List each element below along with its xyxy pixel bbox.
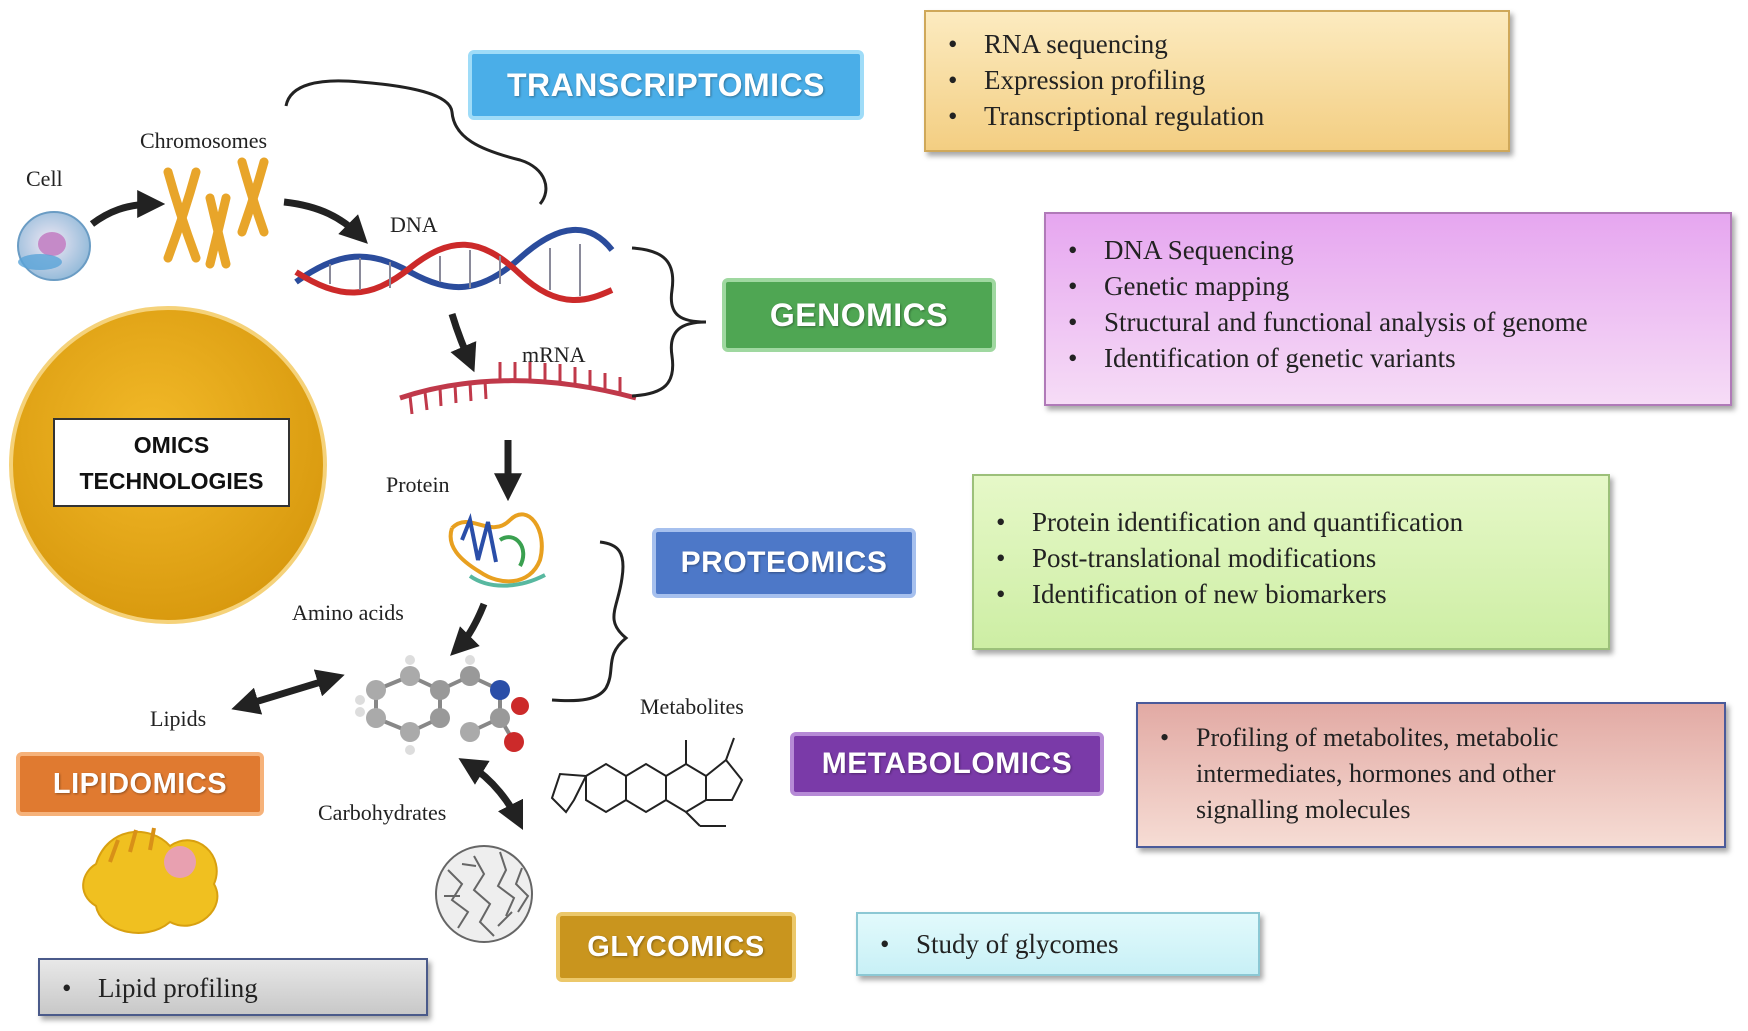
genomics-list: DNA Sequencing Genetic mapping Structura… bbox=[1046, 232, 1730, 376]
list-item: Transcriptional regulation bbox=[948, 98, 1508, 134]
list-item: Post-translational modifications bbox=[996, 540, 1608, 576]
tag-transcriptomics: TRANSCRIPTOMICS bbox=[468, 50, 864, 120]
lipidomics-list: Lipid profiling bbox=[40, 970, 426, 1006]
label-chromosomes: Chromosomes bbox=[140, 128, 268, 153]
box-glycomics: Study of glycomes bbox=[856, 912, 1260, 976]
list-item: Protein identification and quantificatio… bbox=[996, 504, 1608, 540]
label-mrna: mRNA bbox=[522, 342, 586, 367]
omics-title-line1: OMICS bbox=[133, 431, 210, 458]
list-item-continuation: intermediates, hormones and other bbox=[1196, 759, 1556, 788]
braces bbox=[284, 79, 707, 703]
label-carbohydrates: Carbohydrates bbox=[318, 800, 447, 825]
tag-glycomics: GLYCOMICS bbox=[556, 912, 796, 982]
box-lipidomics: Lipid profiling bbox=[38, 958, 428, 1016]
list-item-continuation: signalling molecules bbox=[1196, 795, 1411, 824]
glycomics-list: Study of glycomes bbox=[858, 926, 1258, 962]
mrna-icon bbox=[399, 362, 637, 415]
dna-helix-icon bbox=[294, 226, 615, 303]
proteomics-list: Protein identification and quantificatio… bbox=[974, 504, 1608, 612]
box-transcriptomics: RNA sequencing Expression profiling Tran… bbox=[924, 10, 1510, 152]
list-item: Study of glycomes bbox=[880, 926, 1258, 962]
label-lipids: Lipids bbox=[150, 706, 207, 731]
tag-lipidomics: LIPIDOMICS bbox=[16, 752, 264, 816]
label-metabolites: Metabolites bbox=[640, 694, 744, 719]
list-item: Genetic mapping bbox=[1068, 268, 1730, 304]
glycan-structure-icon bbox=[435, 845, 533, 943]
lipid-structure-icon bbox=[82, 827, 219, 934]
list-item: Profiling of metabolites, metabolic bbox=[1160, 720, 1724, 756]
metabolomics-list: Profiling of metabolites, metabolic inte… bbox=[1138, 720, 1724, 828]
chromosomes-icon bbox=[163, 157, 269, 269]
list-item: Identification of new biomarkers bbox=[996, 576, 1608, 612]
list-item: RNA sequencing bbox=[948, 26, 1508, 62]
tag-proteomics: PROTEOMICS bbox=[652, 528, 916, 598]
list-item: Identification of genetic variants bbox=[1068, 340, 1730, 376]
box-proteomics: Protein identification and quantificatio… bbox=[972, 474, 1610, 650]
omics-technologies-label: OMICS TECHNOLOGIES bbox=[53, 418, 290, 507]
label-cell: Cell bbox=[26, 166, 63, 191]
box-metabolomics: Profiling of metabolites, metabolic inte… bbox=[1136, 702, 1726, 848]
protein-icon bbox=[448, 512, 546, 588]
list-item: DNA Sequencing bbox=[1068, 232, 1730, 268]
transcriptomics-list: RNA sequencing Expression profiling Tran… bbox=[926, 26, 1508, 134]
label-amino-acids: Amino acids bbox=[292, 600, 404, 625]
list-item: Structural and functional analysis of ge… bbox=[1068, 304, 1730, 340]
tag-metabolomics: METABOLOMICS bbox=[790, 732, 1104, 796]
metabolite-structure-icon bbox=[550, 737, 744, 827]
cell-icon bbox=[17, 211, 91, 281]
box-genomics: DNA Sequencing Genetic mapping Structura… bbox=[1044, 212, 1732, 406]
omics-title-line2: TECHNOLOGIES bbox=[79, 467, 264, 494]
label-protein: Protein bbox=[386, 472, 450, 497]
tag-genomics: GENOMICS bbox=[722, 278, 996, 352]
list-item: Lipid profiling bbox=[62, 970, 426, 1006]
flow-arrows bbox=[89, 190, 524, 831]
amino-acid-molecule-icon bbox=[355, 655, 529, 755]
list-item: Expression profiling bbox=[948, 62, 1508, 98]
label-dna: DNA bbox=[390, 212, 438, 237]
